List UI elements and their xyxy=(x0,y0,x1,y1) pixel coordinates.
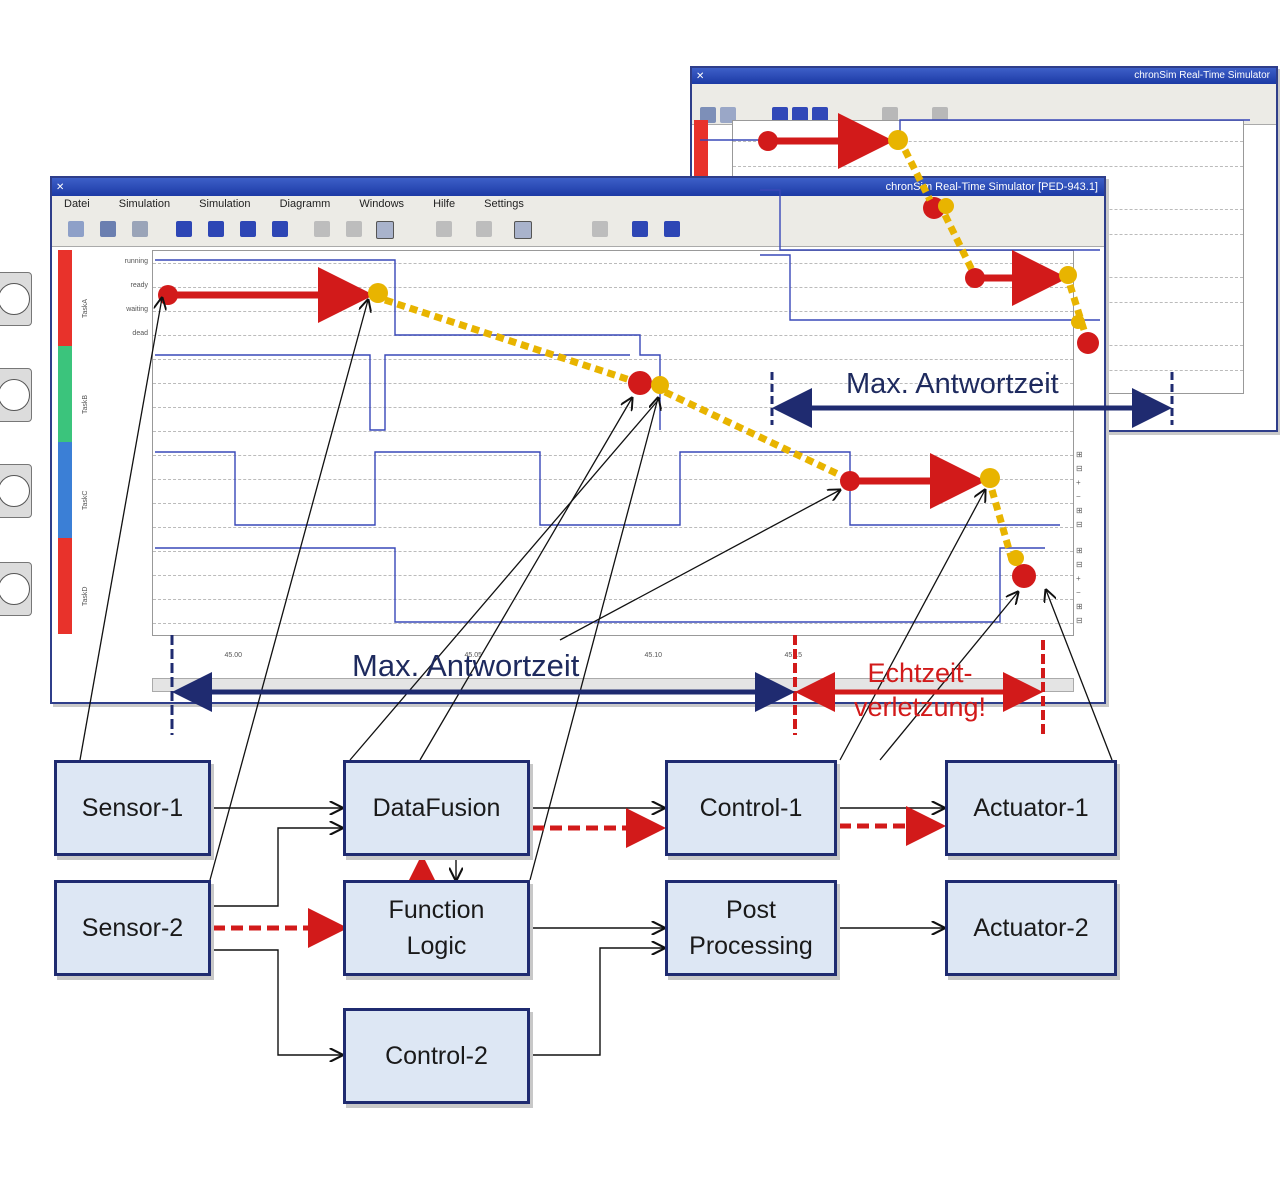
menu-item-datei[interactable]: Datei xyxy=(64,198,90,210)
inset-channel-strip-red xyxy=(694,120,708,186)
red-response-arrows xyxy=(158,113,1099,588)
menu-item-simulation[interactable]: Simulation xyxy=(118,198,171,210)
max-response-label-inset: Max. Antwortzeit xyxy=(846,368,1059,400)
toolbar-new-icon[interactable] xyxy=(68,221,84,237)
main-title-bar: ✕ chronSim Real-Time Simulator [PED-943.… xyxy=(52,178,1104,196)
window-close-icon[interactable]: ✕ xyxy=(696,71,707,82)
node-function-logic: Function Logic xyxy=(343,880,530,976)
task-signal-traces xyxy=(155,119,1250,623)
max-response-label-main: Max. Antwortzeit xyxy=(352,648,580,683)
task-clock-icon-3 xyxy=(0,464,32,518)
toolbar-open-icon[interactable] xyxy=(720,107,736,123)
toolbar-save-icon[interactable] xyxy=(100,221,116,237)
channel-side-controls[interactable]: ⊞⊟+−⊞⊟ xyxy=(1076,450,1083,529)
block-connections xyxy=(211,808,944,1055)
timeline-tick-1: 45.00 xyxy=(224,652,242,659)
toolbar-cursor-icon[interactable] xyxy=(314,221,330,237)
toolbar-wave-icon[interactable] xyxy=(514,221,532,239)
toolbar-chart-icon[interactable] xyxy=(932,107,948,123)
node-actuator-2: Actuator-2 xyxy=(945,880,1117,976)
main-toolbar xyxy=(52,216,1104,247)
toolbar-fit-icon[interactable] xyxy=(376,221,394,239)
state-label-dead: dead xyxy=(132,330,148,337)
menu-item-settings[interactable]: Settings xyxy=(484,198,524,210)
timeline-tick-3: 45.10 xyxy=(644,652,662,659)
menu-item-hilfe[interactable]: Hilfe xyxy=(433,198,456,210)
inset-title-bar: ✕ chronSim Real-Time Simulator xyxy=(692,68,1276,84)
window-close-icon[interactable]: ✕ xyxy=(56,182,67,193)
yellow-transition-paths xyxy=(383,148,1088,561)
node-control-2: Control-2 xyxy=(343,1008,530,1104)
main-sim-window: ✕ chronSim Real-Time Simulator [PED-943.… xyxy=(50,176,1106,704)
critical-path xyxy=(213,806,946,948)
max-response-bar-main xyxy=(170,635,1045,735)
toolbar-export-icon[interactable] xyxy=(592,221,608,237)
task-clock-icon-2 xyxy=(0,368,32,422)
menu-item-simulation-2[interactable]: Simulation xyxy=(199,198,251,210)
node-post-processing: Post Processing xyxy=(665,880,837,976)
menu-item-diagramm[interactable]: Diagramm xyxy=(279,198,331,210)
state-label-waiting: waiting xyxy=(126,306,148,313)
channel-strip-blue xyxy=(58,442,72,538)
timeline-tick-2: 45.05 xyxy=(464,652,482,659)
toolbar-up-icon[interactable] xyxy=(632,221,648,237)
node-control-1: Control-1 xyxy=(665,760,837,856)
toolbar-print-icon[interactable] xyxy=(132,221,148,237)
node-sensor-1: Sensor-1 xyxy=(54,760,211,856)
toolbar-play-icon[interactable] xyxy=(772,107,788,123)
realtime-violation-label: Echtzeit- verletzung! xyxy=(853,658,987,722)
node-datafusion: DataFusion xyxy=(343,760,530,856)
channel-strip-red-2 xyxy=(58,538,72,634)
menu-item-windows[interactable]: Windows xyxy=(359,198,405,210)
channel-side-controls-2[interactable]: ⊞⊟+−⊞⊟ xyxy=(1076,546,1083,625)
max-response-bar-inset xyxy=(770,372,1174,428)
toolbar-chart-icon[interactable] xyxy=(476,221,492,237)
main-menu-bar: Datei Simulation Simulation Diagramm Win… xyxy=(52,196,1104,216)
channel-strip-red xyxy=(58,250,72,346)
node-sensor-2: Sensor-2 xyxy=(54,880,211,976)
state-label-running: running xyxy=(124,258,148,265)
toolbar-save-icon[interactable] xyxy=(700,107,716,123)
toolbar-down-icon[interactable] xyxy=(664,221,680,237)
channel-strip-green xyxy=(58,346,72,442)
toolbar-step-icon[interactable] xyxy=(208,221,224,237)
toolbar-play-icon[interactable] xyxy=(176,221,192,237)
toolbar-pause-icon[interactable] xyxy=(240,221,256,237)
node-actuator-1: Actuator-1 xyxy=(945,760,1117,856)
main-title: chronSim Real-Time Simulator [PED-943.1] xyxy=(885,181,1098,193)
state-label-ready: ready xyxy=(130,282,148,289)
task-clock-icon-1 xyxy=(0,272,32,326)
task-clock-icon-4 xyxy=(0,562,32,616)
toolbar-stop-icon[interactable] xyxy=(812,107,828,123)
toolbar-zoom-icon[interactable] xyxy=(346,221,362,237)
inset-menu-bar xyxy=(692,84,1276,102)
toolbar-step-icon[interactable] xyxy=(792,107,808,123)
inset-title: chronSim Real-Time Simulator xyxy=(1134,70,1270,81)
toolbar-grid-icon[interactable] xyxy=(436,221,452,237)
toolbar-stop-icon[interactable] xyxy=(272,221,288,237)
